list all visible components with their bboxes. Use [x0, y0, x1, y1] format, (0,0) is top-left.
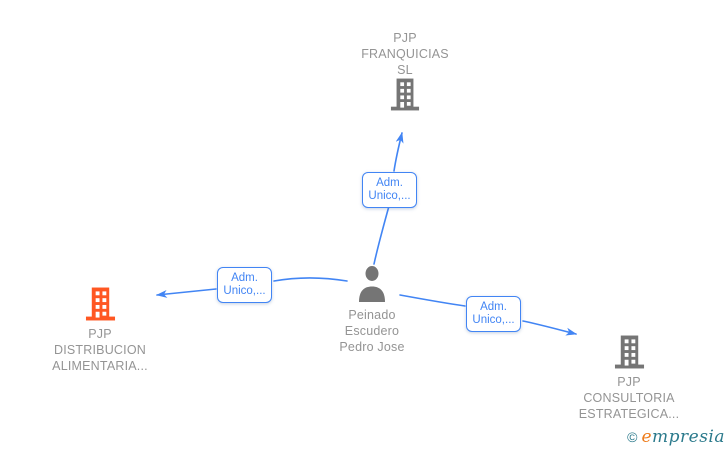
edge-label-franquicias[interactable]: Adm. Unico,...: [362, 172, 417, 208]
edge-label-consultoria[interactable]: Adm. Unico,...: [466, 296, 521, 332]
node-company-pjp-consultoria[interactable]: PJP CONSULTORIA ESTRATEGICA...: [569, 335, 689, 422]
node-person-peinado-escudero[interactable]: Peinado Escudero Pedro Jose: [312, 265, 432, 355]
node-label: PJP DISTRIBUCION ALIMENTARIA...: [52, 327, 148, 373]
node-label: Peinado Escudero Pedro Jose: [339, 308, 405, 354]
node-label: PJP FRANQUICIAS SL: [361, 31, 449, 77]
building-icon: [390, 78, 420, 111]
empresia-watermark: © empresia: [627, 427, 725, 447]
node-company-pjp-distribucion[interactable]: PJP DISTRIBUCION ALIMENTARIA...: [40, 287, 160, 374]
building-icon: [614, 335, 645, 369]
building-icon: [85, 287, 116, 321]
node-label: PJP CONSULTORIA ESTRATEGICA...: [578, 375, 680, 421]
logo-rest: mpresia: [652, 427, 725, 447]
copyright-icon: ©: [627, 429, 638, 445]
logo-initial: e: [641, 427, 652, 447]
node-company-pjp-franquicias[interactable]: PJP FRANQUICIAS SL: [345, 30, 465, 116]
empresia-logo: empresia: [641, 427, 725, 447]
edge-person-to-distribucion: [156, 277, 348, 298]
person-icon: [356, 265, 388, 302]
edge-person-to-consultoria: [399, 294, 577, 336]
edge-person-to-franquicias: [373, 132, 404, 265]
edge-label-distribucion[interactable]: Adm. Unico,...: [217, 267, 272, 303]
